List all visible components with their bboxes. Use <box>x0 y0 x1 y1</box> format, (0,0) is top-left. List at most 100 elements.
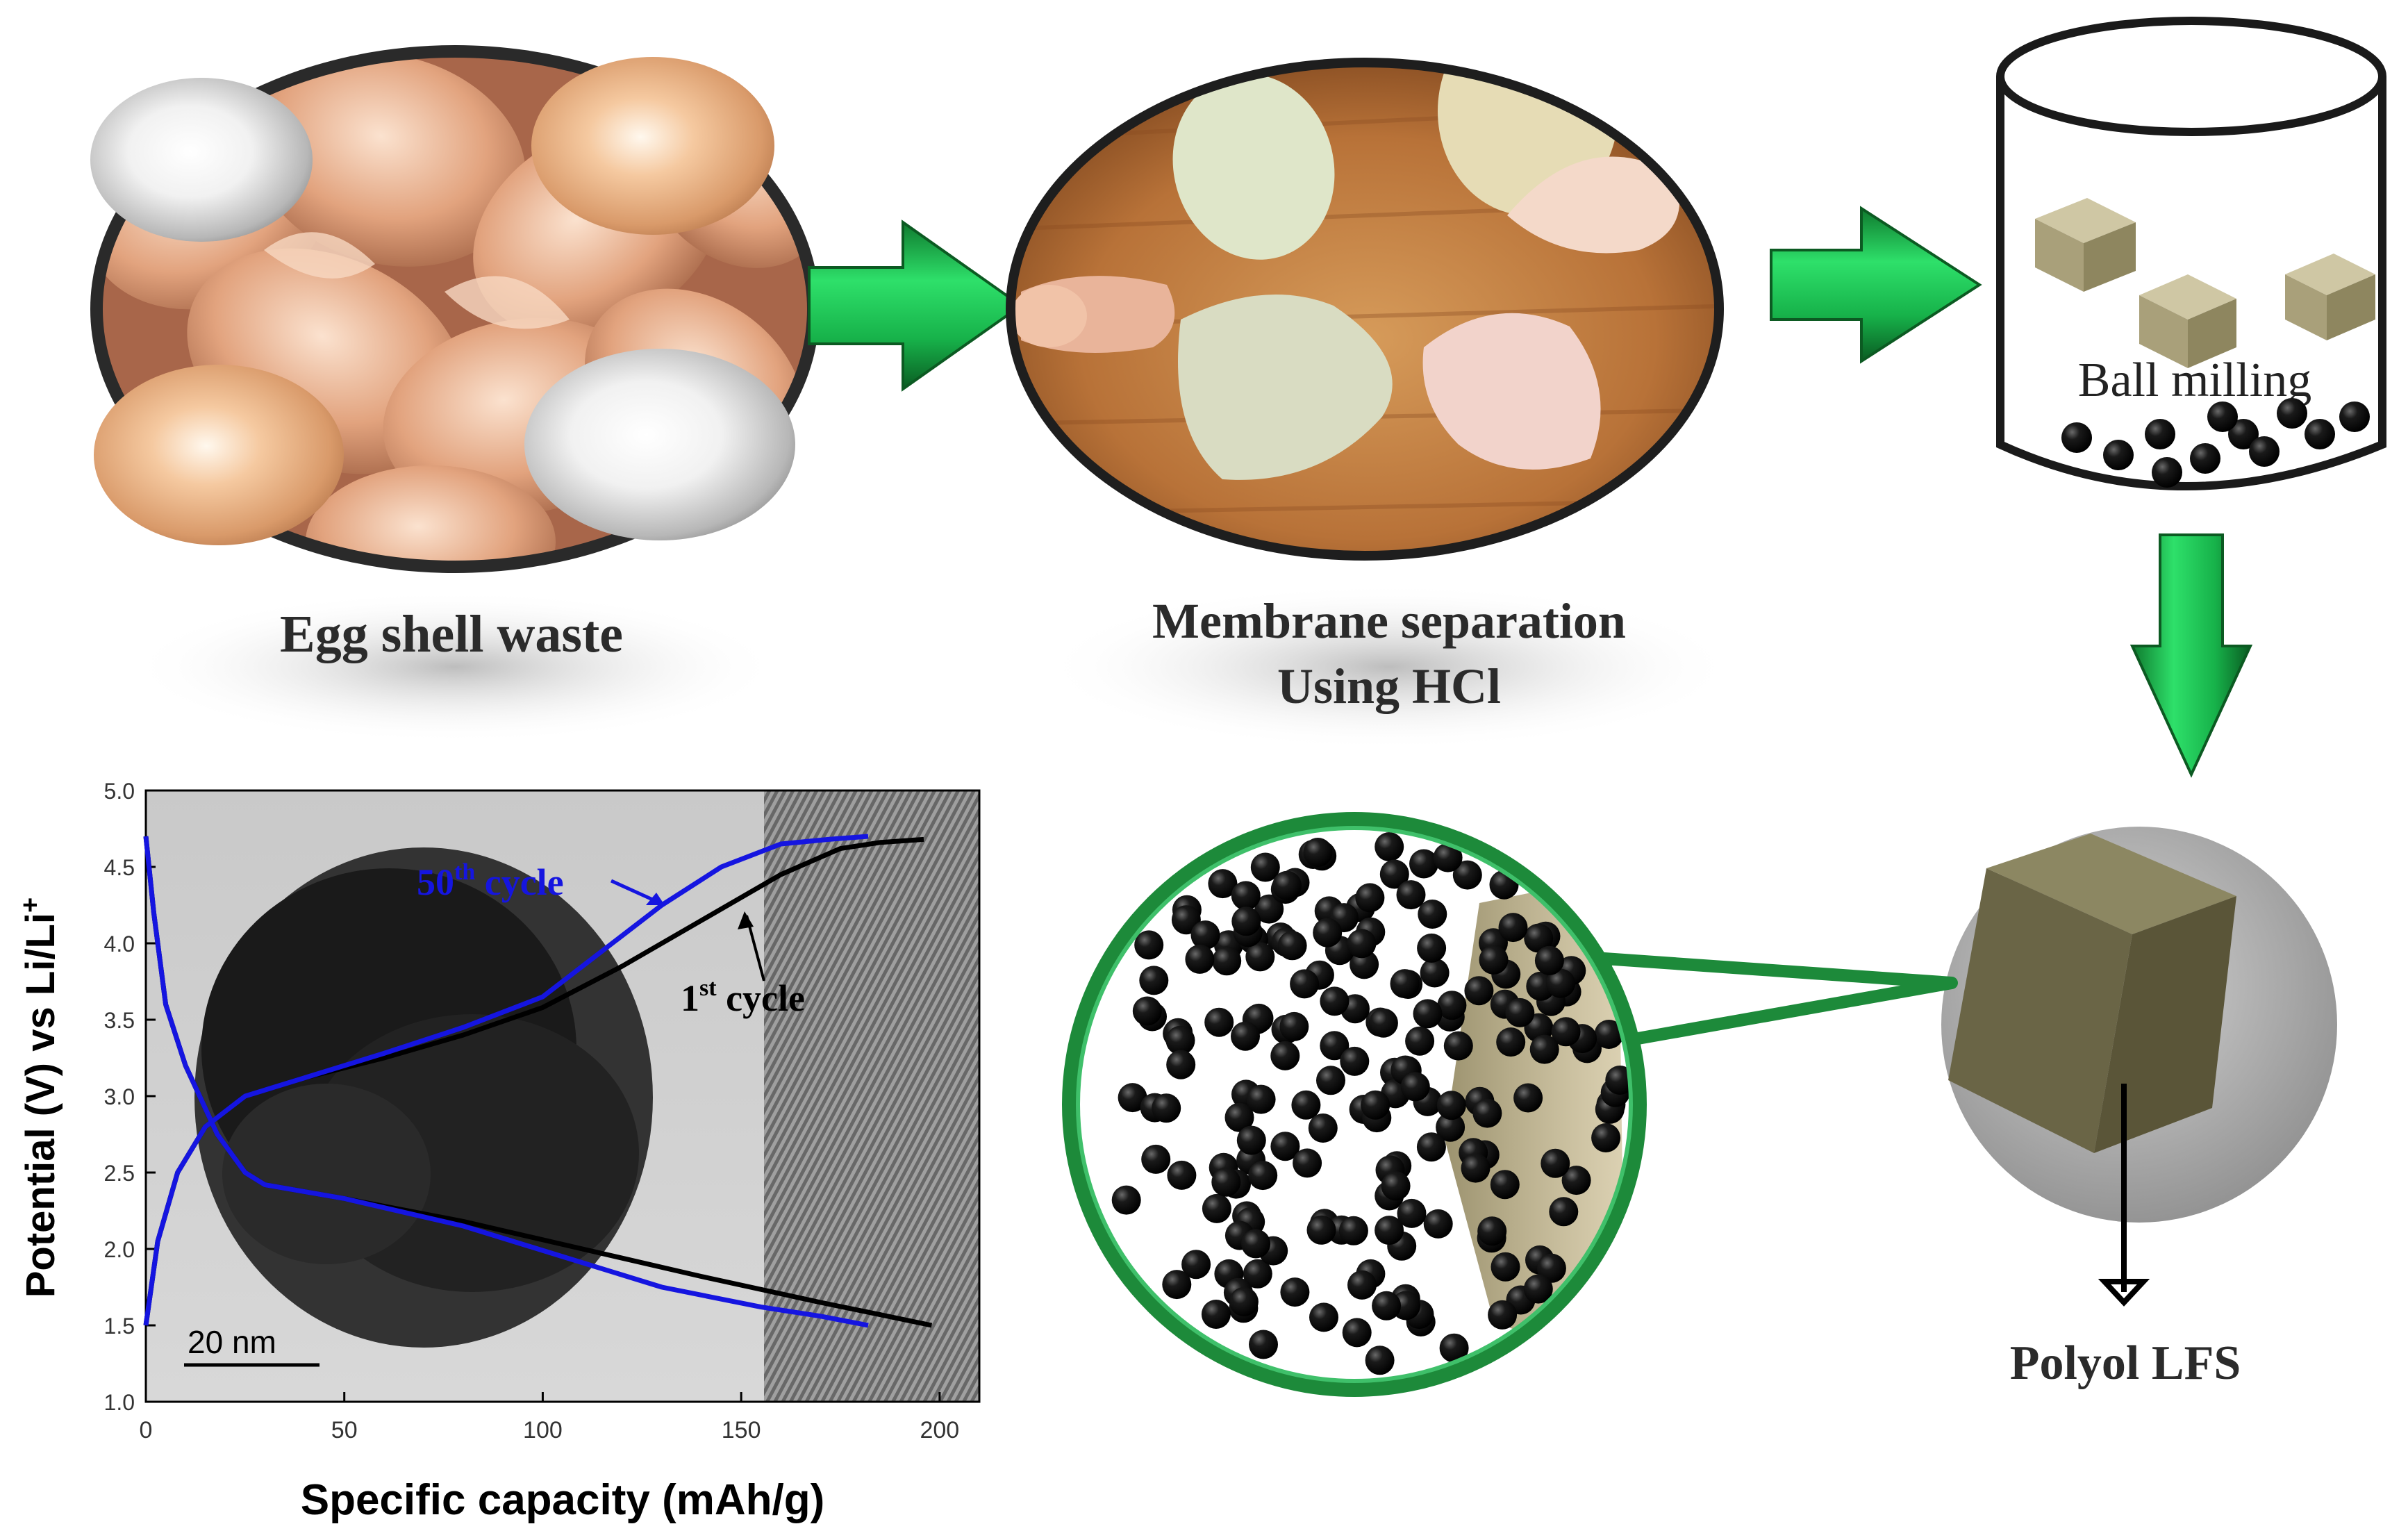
nanoparticle <box>1479 945 1509 975</box>
nanoparticle <box>1231 881 1261 911</box>
nanoparticle <box>1277 931 1307 961</box>
membrane-photo <box>1014 66 1716 552</box>
nanoparticle <box>1443 1031 1473 1061</box>
annotation-1st-cycle: 1st cycle <box>681 975 805 1019</box>
nanoparticle <box>1551 1017 1581 1047</box>
nanoparticle <box>1306 1215 1336 1245</box>
nanoparticle <box>1379 859 1409 889</box>
nanoparticle <box>1498 913 1528 943</box>
nanoparticle <box>1365 1346 1395 1375</box>
x-tick-label: 100 <box>523 1417 563 1443</box>
lfs-crystal <box>2035 198 2136 292</box>
y-tick-label: 4.0 <box>104 932 135 957</box>
nanoparticle <box>1181 1250 1211 1280</box>
nanoparticle <box>1272 870 1302 900</box>
nanoparticle <box>1529 1034 1559 1064</box>
nanoparticle <box>1368 1008 1398 1038</box>
nanoparticle <box>1152 1093 1181 1123</box>
nanoparticle <box>1166 1050 1196 1079</box>
nanoparticle <box>1254 894 1284 924</box>
nanoparticle <box>1418 900 1447 929</box>
y-tick-label: 3.0 <box>104 1084 135 1109</box>
nanoparticle <box>1167 1160 1197 1190</box>
nanoparticle <box>1409 849 1438 879</box>
nanoparticle <box>1236 1125 1266 1155</box>
nanoparticle <box>1162 1270 1192 1300</box>
nanoparticle <box>1477 1216 1507 1246</box>
nanoparticle <box>1338 1216 1368 1245</box>
nanoparticle <box>1536 1253 1566 1283</box>
brown-egg <box>94 365 344 545</box>
x-tick-label: 50 <box>331 1417 358 1443</box>
nanoparticle <box>1139 966 1169 995</box>
annotation-50th-cycle: 50th cycle <box>417 859 564 903</box>
nanoparticle <box>1472 1098 1502 1128</box>
nanoparticle <box>1505 997 1535 1027</box>
y-tick-label: 2.5 <box>104 1161 135 1186</box>
nanoparticle <box>1212 946 1242 976</box>
process-arrow <box>1770 206 1982 364</box>
nanoparticle <box>1397 1198 1427 1228</box>
milling-balls <box>2061 398 2370 488</box>
polyol-lfs-panel: Polyol LFS <box>1941 827 2337 1390</box>
nanoparticle <box>1591 1123 1621 1152</box>
nanoparticle <box>1132 996 1162 1026</box>
y-tick-label: 2.0 <box>104 1237 135 1262</box>
nanoparticle <box>1534 945 1564 975</box>
nanoparticle <box>1439 1333 1469 1363</box>
nanoparticle <box>1461 1153 1491 1183</box>
nanoparticle <box>1118 1083 1147 1113</box>
nanoparticle <box>1243 1259 1272 1289</box>
egg-shadow <box>128 590 781 743</box>
nanoparticle <box>1309 1302 1338 1332</box>
nanoparticle <box>1375 1216 1404 1245</box>
membrane-shadow <box>1042 583 1736 750</box>
nanoparticle <box>1523 1274 1553 1304</box>
nanoparticle <box>1204 1007 1234 1037</box>
nanoparticle <box>1513 1083 1543 1113</box>
lfs-down-arrow <box>2098 1084 2150 1307</box>
nanoparticle <box>1165 1025 1195 1055</box>
nanoparticle <box>1303 838 1333 867</box>
nanoparticle <box>1464 976 1494 1006</box>
nanoparticle <box>1436 1091 1466 1120</box>
nanoparticle <box>1245 942 1275 972</box>
nanoparticle <box>1293 1148 1322 1178</box>
nanoparticle <box>1141 1144 1171 1174</box>
series-line-50th-cycle-discharge <box>143 836 869 1328</box>
nanoparticle <box>1280 1277 1310 1307</box>
nanoparticle <box>1231 906 1261 936</box>
ball-milling-label: Ball milling <box>2078 354 2311 407</box>
nanoparticle <box>1549 1197 1579 1227</box>
x-tick-label: 200 <box>920 1417 959 1443</box>
nanoparticle <box>1347 929 1377 959</box>
nanoparticle <box>1433 843 1463 872</box>
nanoparticle <box>1405 1026 1435 1056</box>
membrane-separation-panel: Membrane separation Using HCl <box>1006 58 1736 750</box>
nanoparticle <box>1488 1300 1518 1330</box>
nanoparticle <box>1208 869 1238 899</box>
white-egg <box>90 78 313 242</box>
y-tick-label: 4.5 <box>104 855 135 880</box>
nanoparticle <box>1437 991 1467 1020</box>
magnified-lens <box>1062 812 1958 1397</box>
nanoparticle <box>1313 918 1343 947</box>
y-tick-label: 3.5 <box>104 1008 135 1033</box>
y-axis-title: Potential (V) vs Li/Li+ <box>16 897 63 1298</box>
nanoparticle <box>1248 1161 1278 1191</box>
lfs-particle <box>1445 875 1625 1382</box>
nanoparticle <box>1416 1132 1446 1162</box>
scale-bar: 20 nm <box>184 1324 319 1367</box>
egg-shell-waste-label: Egg shell waste <box>280 605 623 663</box>
lfs-crystal <box>2139 274 2236 368</box>
nanoparticle <box>1490 1170 1520 1200</box>
membrane-separation-label: Membrane separation <box>1152 593 1626 649</box>
nanoparticle <box>1396 880 1426 910</box>
brown-egg <box>531 57 774 235</box>
nanoparticle <box>1279 1011 1309 1041</box>
nanoparticle <box>1291 1090 1321 1120</box>
polyol-lfs-label: Polyol LFS <box>2010 1336 2241 1390</box>
nanoparticle <box>1436 1112 1465 1142</box>
nanoparticle <box>1211 1167 1241 1197</box>
